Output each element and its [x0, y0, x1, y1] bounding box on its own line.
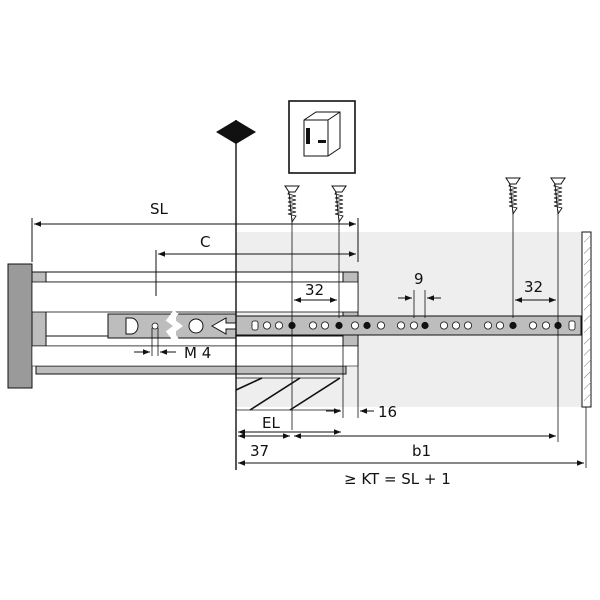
rail-hole: [409, 321, 418, 330]
rail-hole: [451, 321, 460, 330]
screw-icon: [331, 185, 347, 224]
dim-c-label: C: [200, 233, 210, 251]
rail-hole: [363, 321, 371, 330]
rail-hole: [463, 321, 472, 330]
rail-hole: [439, 321, 448, 330]
dim-9-label: 9: [414, 270, 424, 288]
dim-b1-label: b1: [412, 442, 431, 460]
rail-hole: [542, 321, 551, 330]
locking-hole: [188, 318, 204, 334]
dim-32-right-label: 32: [524, 278, 543, 296]
rail-hole: [320, 321, 329, 330]
dim-m4-label: M 4: [184, 344, 211, 362]
rail-hole: [396, 321, 405, 330]
drawer-front-panel: [7, 263, 33, 389]
screw-icon: [284, 185, 300, 224]
m4-hole: [151, 322, 159, 330]
screw-icon: [505, 177, 521, 216]
inner-slide-member: [107, 310, 237, 342]
rail-hole: [421, 321, 429, 330]
rail-hole: [335, 321, 343, 330]
cabinet-rail: [235, 315, 582, 336]
rail-hole: [529, 321, 538, 330]
dim-sl-label: SL: [150, 200, 169, 218]
d-hole-icon: [125, 317, 139, 335]
rail-hole: [350, 321, 359, 330]
rail-hole: [495, 321, 504, 330]
dim-32-left-label: 32: [305, 281, 324, 299]
dim-el-label: EL: [262, 414, 280, 432]
projection-arrow-icon: [236, 120, 256, 144]
cabinet-back-wall: [581, 231, 592, 408]
dim-kt-label: ≥ KT = SL + 1: [344, 470, 451, 488]
dim-16-label: 16: [378, 403, 397, 421]
rail-hole: [509, 321, 517, 330]
rail-hole: [483, 321, 492, 330]
dim-37-label: 37: [250, 442, 269, 460]
cabinet-icon: [288, 100, 356, 174]
screw-icon: [550, 177, 566, 216]
rail-hole: [308, 321, 317, 330]
rail-hole: [274, 321, 283, 330]
rail-hole: [262, 321, 271, 330]
rail-hole: [376, 321, 385, 330]
